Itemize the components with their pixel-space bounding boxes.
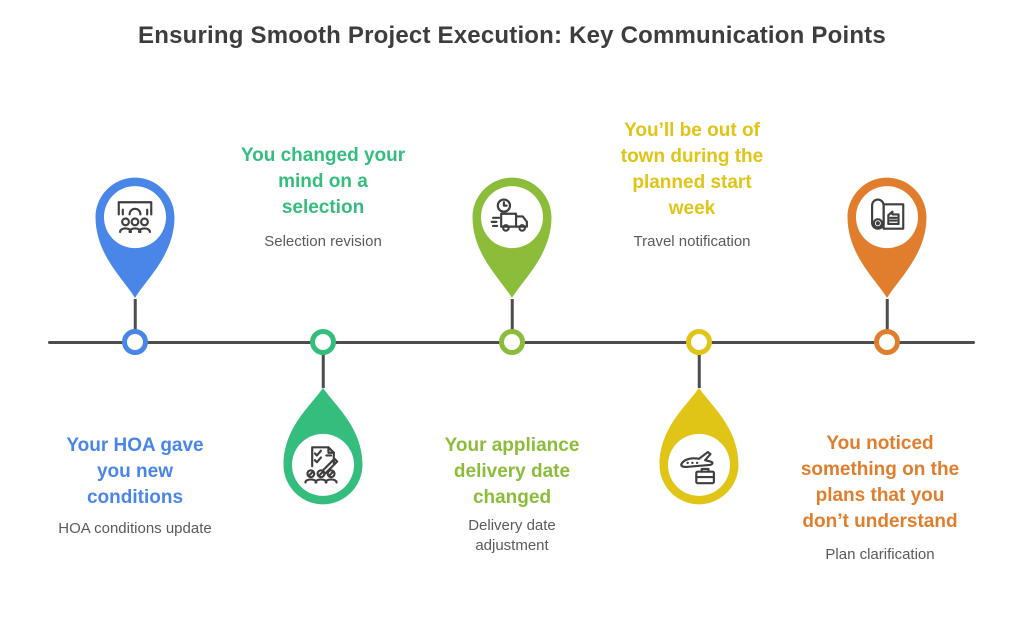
map-pin-travel xyxy=(659,387,739,505)
item-heading-hoa: Your HOA gave you new conditions xyxy=(66,435,204,508)
item-subtitle-plans: Plan clarification xyxy=(825,546,935,563)
timeline-node-selection xyxy=(310,329,336,355)
timeline-node-travel xyxy=(686,329,712,355)
blueprint-plans-icon xyxy=(871,198,905,230)
delivery-truck-icon xyxy=(490,198,528,232)
timeline-node-hoa xyxy=(122,329,148,355)
marker-stem xyxy=(133,299,137,330)
marker-stem xyxy=(885,299,889,330)
marker-stem xyxy=(697,355,701,388)
timeline-node-plans xyxy=(874,329,900,355)
map-pin-plans xyxy=(847,177,927,298)
map-pin-hoa xyxy=(95,177,175,298)
marker-stem xyxy=(321,355,325,388)
selection-checklist-icon xyxy=(304,446,339,484)
item-heading-plans: You noticed something on the plans that … xyxy=(800,433,960,532)
map-pin-delivery xyxy=(472,177,552,298)
item-subtitle-hoa: HOA conditions update xyxy=(58,520,212,537)
item-heading-travel: You’ll be out of town during the planned… xyxy=(620,120,764,219)
item-heading-selection: You changed your mind on a selection xyxy=(240,145,406,218)
map-pin-selection xyxy=(283,387,363,505)
travel-plane-icon xyxy=(680,450,715,485)
item-subtitle-delivery: Delivery date adjustment xyxy=(468,517,556,554)
item-subtitle-selection: Selection revision xyxy=(264,233,382,250)
item-subtitle-travel: Travel notification xyxy=(633,233,751,250)
marker-stem xyxy=(510,299,514,330)
item-heading-delivery: Your appliance delivery date changed xyxy=(444,435,580,508)
timeline-node-delivery xyxy=(499,329,525,355)
page-title: Ensuring Smooth Project Execution: Key C… xyxy=(138,22,886,49)
meeting-icon xyxy=(117,201,153,234)
